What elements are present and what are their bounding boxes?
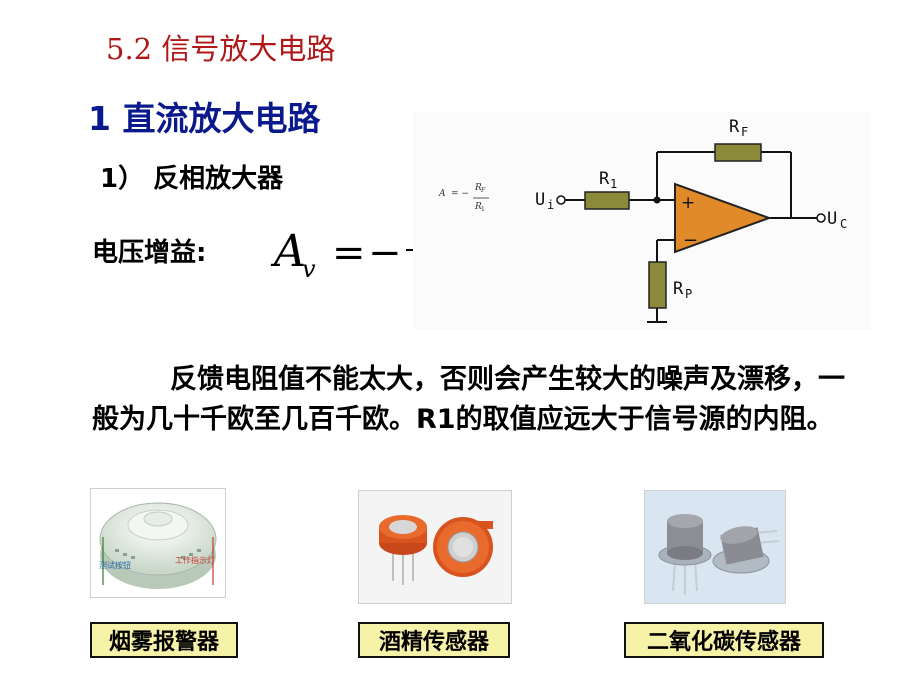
resistor-r1 bbox=[584, 191, 630, 210]
input-terminal bbox=[556, 195, 566, 205]
formula-minus: − bbox=[368, 230, 402, 276]
r1-label: R bbox=[599, 169, 610, 189]
mini-formula-num: R bbox=[474, 183, 482, 193]
mini-formula-a: A bbox=[438, 189, 446, 199]
r1-label-sub: 1 bbox=[610, 177, 617, 191]
output-label: U bbox=[827, 209, 837, 229]
rf-label-sub: F bbox=[741, 125, 748, 139]
body-paragraph: 反馈电阻值不能太大，否则会产生较大的噪声及漂移，一般为几十千欧至几百千欧。R1的… bbox=[92, 364, 845, 435]
subheading: 1） 反相放大器 bbox=[100, 164, 284, 194]
rf-label: R bbox=[729, 117, 740, 137]
rp-label: R bbox=[673, 279, 684, 299]
formula-lhs: A bbox=[270, 226, 306, 277]
mini-formula-den-sub: 1 bbox=[481, 206, 485, 213]
smoke-alarm-photo: 测试按钮 工作指示灯 bbox=[90, 488, 226, 598]
resistor-rp bbox=[648, 261, 667, 309]
alcohol-sensor-photo bbox=[358, 490, 512, 604]
formula-equals: = bbox=[332, 230, 366, 276]
section-title: 5.2 信号放大电路 bbox=[106, 32, 336, 66]
op-amp-minus: − bbox=[683, 230, 698, 251]
input-label: U bbox=[535, 190, 545, 210]
op-amp-triangle bbox=[674, 182, 772, 254]
heading: 1 直流放大电路 bbox=[88, 99, 321, 138]
output-terminal bbox=[816, 213, 826, 223]
circuit-diagram: + − U i R 1 R F R P U C A = − R F R 1 bbox=[413, 112, 871, 330]
formula-lhs-sub: v bbox=[302, 255, 316, 283]
mini-formula-eq: = − bbox=[451, 189, 469, 199]
caption-smoke-alarm: 烟雾报警器 bbox=[90, 622, 238, 658]
resistor-rf bbox=[714, 143, 762, 162]
caption-alcohol-sensor: 酒精传感器 bbox=[358, 622, 510, 658]
work-indicator-label: 工作指示灯 bbox=[175, 555, 215, 565]
output-label-sub: C bbox=[840, 217, 847, 231]
op-amp-plus: + bbox=[681, 193, 695, 213]
co2-sensor-photo bbox=[644, 490, 786, 604]
mini-formula-num-sub: F bbox=[480, 187, 486, 194]
gain-label: 电压增益: bbox=[92, 238, 207, 268]
rp-label-sub: P bbox=[685, 287, 692, 301]
junction-dot bbox=[653, 196, 661, 204]
test-button-label: 测试按钮 bbox=[99, 560, 131, 570]
input-label-sub: i bbox=[547, 198, 554, 212]
caption-co2-sensor: 二氧化碳传感器 bbox=[624, 622, 824, 658]
mini-formula-den: R bbox=[474, 202, 482, 212]
